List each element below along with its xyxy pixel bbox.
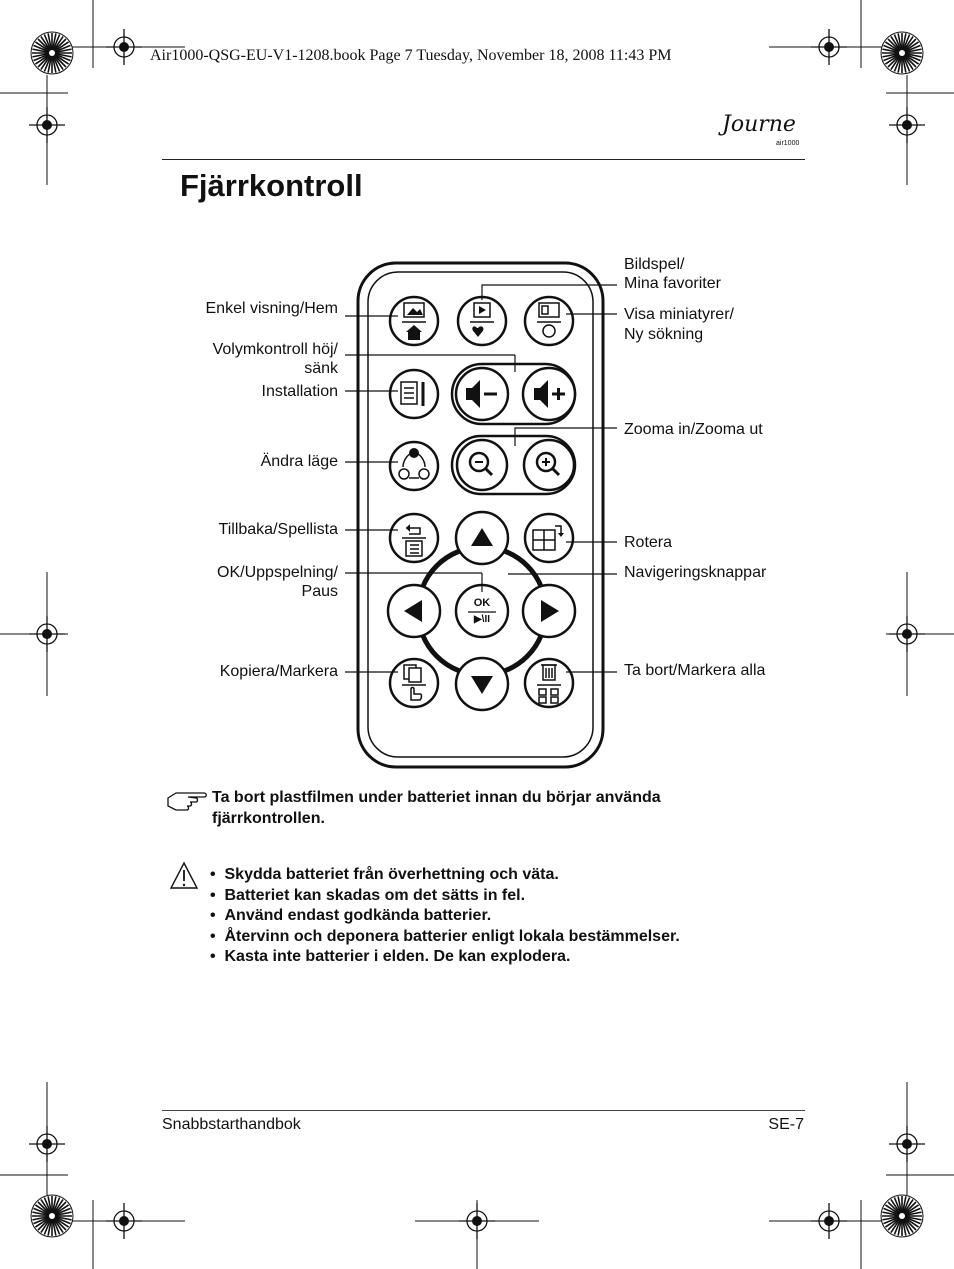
registration-mark	[459, 1203, 495, 1239]
label-installation: Installation	[262, 382, 339, 401]
label-volume-line1: Volymkontroll höj/	[213, 340, 338, 359]
registration-mark	[889, 1126, 925, 1162]
warning-list: Skydda batteriet från överhettning och v…	[210, 865, 680, 968]
list-item: Använd endast godkända batterier.	[210, 906, 680, 927]
starburst-mark	[31, 1195, 73, 1237]
registration-mark	[811, 1203, 847, 1239]
label-back-playlist: Tillbaka/Spellista	[219, 520, 338, 539]
registration-mark	[106, 1203, 142, 1239]
label-delete-mark-all: Ta bort/Markera alla	[624, 661, 765, 680]
registration-mark	[29, 1126, 65, 1162]
warning-icon	[171, 863, 197, 888]
label-copy-mark: Kopiera/Markera	[220, 662, 338, 681]
list-item: Skydda batteriet från överhettning och v…	[210, 865, 680, 886]
starburst-mark	[881, 32, 923, 74]
registration-mark	[29, 107, 65, 143]
note-hand-icon	[168, 793, 206, 810]
list-item: Återvinn och deponera batterier enligt l…	[210, 927, 680, 948]
volume-down-button	[456, 368, 508, 420]
label-single-view-home: Enkel visning/Hem	[206, 299, 339, 318]
page-number: SE-7	[768, 1116, 804, 1134]
registration-mark	[889, 616, 925, 652]
note-text: Ta bort plastfilmen under batteriet inna…	[212, 787, 772, 829]
label-ok-line1: OK/Uppspelning/	[217, 563, 338, 582]
ok-text: OK	[466, 597, 498, 609]
label-navigation: Navigeringsknappar	[624, 563, 766, 582]
ok-button	[456, 585, 508, 637]
registration-mark	[811, 29, 847, 65]
list-item: Batteriet kan skadas om det sätts in fel…	[210, 886, 680, 907]
volume-up-button	[523, 368, 575, 420]
page-title: Fjärrkontroll	[180, 168, 363, 204]
starburst-mark	[881, 1195, 923, 1237]
label-change-mode: Ändra läge	[261, 452, 338, 471]
footer-rule	[162, 1110, 805, 1111]
brand-model: air1000	[776, 140, 799, 147]
label-thumbnails-line2: Ny sökning	[624, 325, 703, 344]
registration-mark	[889, 107, 925, 143]
registration-mark	[29, 616, 65, 652]
label-rotate: Rotera	[624, 533, 672, 552]
label-ok-line2: Paus	[302, 582, 338, 601]
play-pause-text: ▶\II	[464, 614, 500, 626]
label-slideshow-line1: Bildspel/	[624, 255, 684, 274]
label-volume-line2: sänk	[304, 359, 338, 378]
label-zoom: Zooma in/Zooma ut	[624, 420, 763, 439]
starburst-mark	[31, 32, 73, 74]
top-rule	[162, 159, 805, 160]
brand-logo: Journe	[722, 112, 796, 137]
print-header: Air1000-QSG-EU-V1-1208.book Page 7 Tuesd…	[150, 47, 671, 65]
label-slideshow-line2: Mina favoriter	[624, 274, 721, 293]
list-item: Kasta inte batterier i elden. De kan exp…	[210, 947, 680, 968]
footer-title: Snabbstarthandbok	[162, 1116, 301, 1134]
label-thumbnails-line1: Visa miniatyrer/	[624, 305, 734, 324]
registration-mark	[106, 29, 142, 65]
